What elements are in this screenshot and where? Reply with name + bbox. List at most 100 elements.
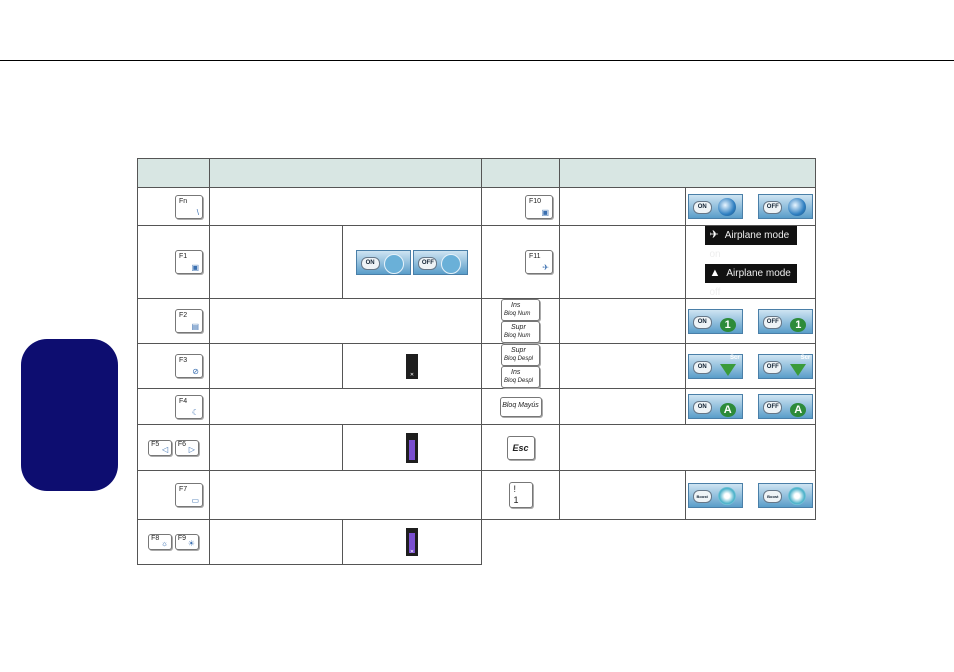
f7-key: F7 ▭ xyxy=(175,483,203,507)
brightness-x-icon: ✕ xyxy=(409,549,415,555)
num-lock-on-indicator: ON 1 xyxy=(687,308,743,334)
globe-icon xyxy=(717,198,736,216)
off-label: OFF xyxy=(763,401,783,414)
display-icon: ▤ xyxy=(191,322,199,331)
f11-key: F11 ✈ xyxy=(525,250,553,274)
camera-icon: ▣ xyxy=(541,207,549,217)
table-row: F5 ◁ F6 ▷ Esc xyxy=(137,424,816,471)
esc-key-label: Esc xyxy=(512,442,529,453)
scroll-lock-label: Scr xyxy=(800,354,811,361)
off-label: OFF xyxy=(763,360,783,374)
function-key-table: Fn \ F10 ▣ ON OFF F1 xyxy=(137,158,816,565)
indicator-cell: ✈Airplane mode on ▲Airplane mode off xyxy=(685,225,816,299)
signal-icon: ▲ xyxy=(709,267,721,279)
volume-osd-icon xyxy=(406,432,418,463)
volume-down-icon: ◁ xyxy=(161,444,169,454)
fan-normal-indicator: Boost xyxy=(687,482,743,508)
table-row: F8 ☼ F9 ☀ ✕ xyxy=(137,519,816,565)
off-label: OFF xyxy=(418,256,438,270)
f7-key-label: F7 xyxy=(179,486,188,493)
supr-key: Supr Bloq Num xyxy=(501,321,540,343)
ins-key: Ins Bloq Despl xyxy=(501,366,540,388)
osd-cell: ✕ xyxy=(342,519,482,565)
table-header-row xyxy=(137,158,816,188)
fn-key-label: Fn xyxy=(179,197,188,205)
top-rule xyxy=(0,60,954,61)
osd-cell: ✕ xyxy=(342,343,482,389)
display-toggle-icon: ▭ xyxy=(191,496,199,505)
table-row: F1 ▣ ON OFF F11 ✈ ✈Airplane mode on xyxy=(137,225,816,299)
f11-key-label: F11 xyxy=(529,253,541,260)
key-cell: F7 ▭ xyxy=(137,470,210,520)
fan-icon xyxy=(788,486,807,505)
function-cell xyxy=(209,519,343,565)
esc-key: Esc xyxy=(506,435,535,460)
brightness-osd-fill xyxy=(409,533,415,553)
f9-key-label: F9 xyxy=(177,535,187,542)
excl-key-label: ! xyxy=(513,484,517,494)
touchpad-icon xyxy=(383,253,404,274)
mute-icon: ⊘ xyxy=(192,367,199,376)
indicator-cell: Boost Boost xyxy=(685,470,816,520)
key-cell: ! 1 xyxy=(481,470,560,520)
osd-cell xyxy=(342,424,482,471)
supr-key: Supr Bloq Despl xyxy=(501,344,540,366)
on-label: ON xyxy=(692,201,712,214)
f10-key: F10 ▣ xyxy=(525,194,553,219)
key-cell: F4 ☾ xyxy=(137,388,210,425)
f3-key-label: F3 xyxy=(179,357,188,364)
indicator-cell: ON Scr OFF Scr xyxy=(685,343,816,389)
key-cell: F8 ☼ F9 ☀ xyxy=(137,519,210,565)
on-label: ON xyxy=(692,401,712,414)
bloq-mayus-key: Bloq Mayús xyxy=(499,396,542,417)
one-key-label: 1 xyxy=(513,495,519,505)
fan-icon xyxy=(717,486,736,505)
header-function-left xyxy=(209,158,482,188)
fn-key: Fn \ xyxy=(175,194,203,219)
camera-off-indicator: OFF xyxy=(758,194,814,219)
f10-key-label: F10 xyxy=(529,197,542,205)
supr-key-sublabel: Bloq Despl xyxy=(504,356,534,362)
key-cell: F11 ✈ xyxy=(481,225,560,299)
f3-key: F3 ⊘ xyxy=(175,354,203,378)
brightness-osd-icon: ✕ xyxy=(406,528,418,556)
backslash-icon: \ xyxy=(196,207,199,217)
ins-key-sublabel: Bloq Despl xyxy=(504,378,534,384)
sleep-icon: ☾ xyxy=(191,407,199,417)
airplane-off-label: Airplane mode off xyxy=(709,268,791,298)
f5-key-label: F5 xyxy=(151,440,160,448)
airplane-mode-off-indicator: ▲Airplane mode off xyxy=(704,264,797,298)
indicator-cell: ON A OFF A xyxy=(685,388,816,425)
on-label: ON xyxy=(360,256,380,270)
num-lock-icon: 1 xyxy=(790,317,807,332)
mute-osd-icon: ✕ xyxy=(406,353,418,379)
brightness-down-icon: ☼ xyxy=(160,539,169,548)
function-cell xyxy=(559,424,816,471)
mute-x-icon: ✕ xyxy=(409,371,415,378)
down-arrow-icon xyxy=(719,363,736,376)
ins-key-sublabel: Bloq Num xyxy=(504,311,531,317)
header-keys-left xyxy=(137,158,210,188)
airplane-icon: ✈ xyxy=(709,229,719,241)
key-cell: F1 ▣ xyxy=(137,225,210,299)
f6-key: F6 ▷ xyxy=(174,439,199,456)
supr-key-label: Supr xyxy=(511,324,526,331)
table-row: F7 ▭ ! 1 Boost Boost xyxy=(137,470,816,520)
touchpad-icon: ▣ xyxy=(191,263,199,272)
function-cell xyxy=(559,187,686,226)
caps-lock-on-indicator: ON A xyxy=(687,394,743,419)
supr-key-label: Supr xyxy=(511,347,526,354)
header-keys-right xyxy=(481,158,560,188)
off-label: OFF xyxy=(763,201,783,214)
touchpad-off-indicator: OFF xyxy=(413,249,469,275)
brightness-up-icon: ☀ xyxy=(187,539,195,548)
function-cell xyxy=(559,343,686,389)
function-cell xyxy=(209,298,482,344)
function-cell xyxy=(559,470,686,520)
key-cell: F2 ▤ xyxy=(137,298,210,344)
key-cell: F3 ⊘ xyxy=(137,343,210,389)
caps-lock-off-indicator: OFF A xyxy=(758,394,814,419)
caps-lock-icon: A xyxy=(790,403,807,417)
on-label: ON xyxy=(692,360,712,374)
off-label: OFF xyxy=(763,315,783,329)
